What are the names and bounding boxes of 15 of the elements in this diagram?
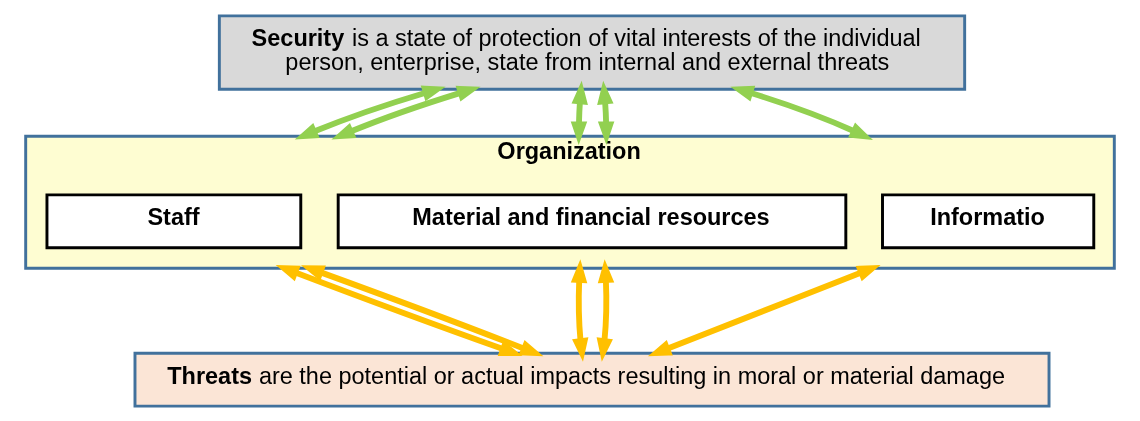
node-box: Material and financial resources xyxy=(336,192,848,249)
arrow xyxy=(300,264,544,356)
arrow xyxy=(275,264,523,356)
node-box: Staff xyxy=(45,192,303,249)
arrow xyxy=(596,258,615,362)
arrow xyxy=(570,258,589,362)
node-box: Informatio xyxy=(881,192,1096,249)
node-box: Security is a state of protection of vital interests of the individual person, enterprise, state from internal and external threats xyxy=(217,13,967,91)
arrow xyxy=(647,264,881,356)
arrow xyxy=(294,85,446,140)
arrow xyxy=(730,85,873,140)
arrow xyxy=(570,80,588,145)
arrow xyxy=(331,85,481,140)
node-box: Threats are the potential or actual impacts resulting in moral or material damage xyxy=(133,351,1051,408)
arrow xyxy=(597,80,615,145)
